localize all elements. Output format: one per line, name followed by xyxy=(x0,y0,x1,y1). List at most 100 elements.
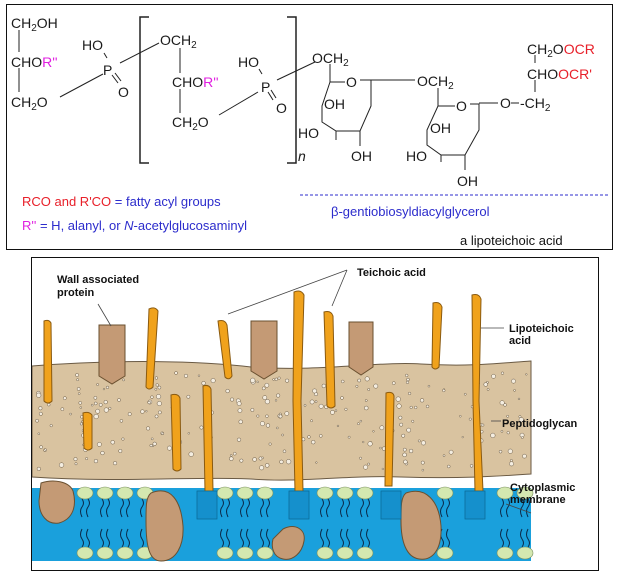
speckle xyxy=(259,465,265,471)
speckle xyxy=(469,464,474,468)
speckle xyxy=(357,378,361,383)
speckle xyxy=(155,383,159,387)
speckle xyxy=(256,414,260,418)
molecule-name: a lipoteichoic acid xyxy=(460,233,563,248)
speckle xyxy=(468,417,472,421)
glycerol-chor: CHOR'' xyxy=(11,54,58,70)
membrane-protein xyxy=(271,526,305,560)
lipid-tail xyxy=(80,498,84,518)
speckle xyxy=(154,376,159,380)
speckle xyxy=(498,449,503,454)
leader-line xyxy=(331,269,348,307)
speckle xyxy=(334,409,338,412)
repeat-bracket-left xyxy=(139,16,149,164)
speckle xyxy=(500,371,505,375)
speckle xyxy=(201,381,206,386)
speckle xyxy=(286,459,292,465)
speckle xyxy=(93,396,98,400)
label-lipoteichoic-acid-line2: acid xyxy=(509,335,531,347)
speckle xyxy=(35,418,39,423)
speckle xyxy=(230,454,233,457)
speckle xyxy=(264,399,270,405)
speckle xyxy=(262,395,268,400)
speckle xyxy=(47,403,51,407)
lipid-tail xyxy=(326,498,330,518)
bond xyxy=(218,91,259,116)
speckle xyxy=(282,449,287,453)
lipid-anchor xyxy=(196,490,218,520)
speckle xyxy=(379,446,382,450)
speckle xyxy=(79,422,83,426)
membrane-protein xyxy=(38,480,75,524)
bond xyxy=(267,91,274,101)
speckle xyxy=(69,412,72,416)
speckle xyxy=(225,388,230,394)
speckle xyxy=(491,373,496,379)
sugar-2-ring xyxy=(426,103,480,156)
speckle xyxy=(62,396,67,401)
speckle xyxy=(197,374,201,377)
lipid-tail xyxy=(86,498,90,518)
speckle xyxy=(188,451,194,457)
speckle xyxy=(364,376,370,382)
lipid-head xyxy=(256,546,274,560)
speckle xyxy=(407,391,412,396)
speckle xyxy=(340,396,344,400)
speckle xyxy=(276,393,281,398)
phosphate-2-o: O xyxy=(276,100,287,116)
lipid-head xyxy=(516,486,534,500)
bond xyxy=(114,72,122,82)
speckle xyxy=(95,408,101,414)
label-cytoplasmic-membrane-line2: membrane xyxy=(510,494,566,506)
speckle xyxy=(103,407,109,413)
membrane-protein xyxy=(145,490,184,562)
label-lipoteichoic-acid: Lipoteichoic xyxy=(509,323,574,335)
lipid-tail xyxy=(140,498,144,518)
bond xyxy=(270,89,277,99)
speckle xyxy=(281,433,284,437)
lipid-head xyxy=(316,546,334,560)
lipid-tail xyxy=(106,498,110,518)
speckle xyxy=(122,378,125,382)
cell-wall-diagram-panel: Wall associated protein Teichoic acid Li… xyxy=(31,257,599,571)
lipid-head xyxy=(116,486,134,500)
repeat-och2: OCH2 xyxy=(160,32,197,51)
speckle xyxy=(238,419,243,424)
speckle xyxy=(417,439,421,443)
wall-associated-protein xyxy=(98,324,126,385)
repeat-chor: CHOR'' xyxy=(172,74,219,90)
phosphate-1-p: P xyxy=(103,62,112,78)
speckle xyxy=(509,461,514,467)
lipid-head xyxy=(336,486,354,500)
speckle xyxy=(96,441,102,447)
speckle xyxy=(259,421,265,427)
speckle xyxy=(250,408,255,412)
lipid-tail xyxy=(140,528,144,548)
lipoteichoic-acid-rod xyxy=(202,384,214,492)
speckle xyxy=(425,404,430,409)
lipid-tail xyxy=(246,498,250,518)
speckle xyxy=(274,377,278,381)
speckle xyxy=(363,464,369,470)
peptidoglycan-speckles xyxy=(35,370,528,472)
speckle xyxy=(421,468,425,472)
speckle xyxy=(236,401,242,406)
speckle xyxy=(79,406,82,409)
glycosidic-o: O xyxy=(500,95,511,111)
chemical-structure: CH2OH CHOR'' CH2O HO P O OCH2 CHOR'' CH2… xyxy=(11,15,610,248)
sugar-2-ho: HO xyxy=(406,148,427,164)
speckle xyxy=(264,463,270,468)
lipid-tail xyxy=(266,498,270,518)
speckle xyxy=(367,441,373,447)
speckle xyxy=(78,401,82,405)
speckle xyxy=(521,436,524,439)
speckle xyxy=(442,388,446,393)
speckle xyxy=(311,440,316,445)
speckle xyxy=(321,383,327,389)
speckle xyxy=(419,398,425,403)
speckle xyxy=(43,449,46,452)
leader-line xyxy=(97,303,112,327)
speckle xyxy=(49,424,53,428)
speckle xyxy=(60,407,65,411)
lipid-head xyxy=(76,486,94,500)
